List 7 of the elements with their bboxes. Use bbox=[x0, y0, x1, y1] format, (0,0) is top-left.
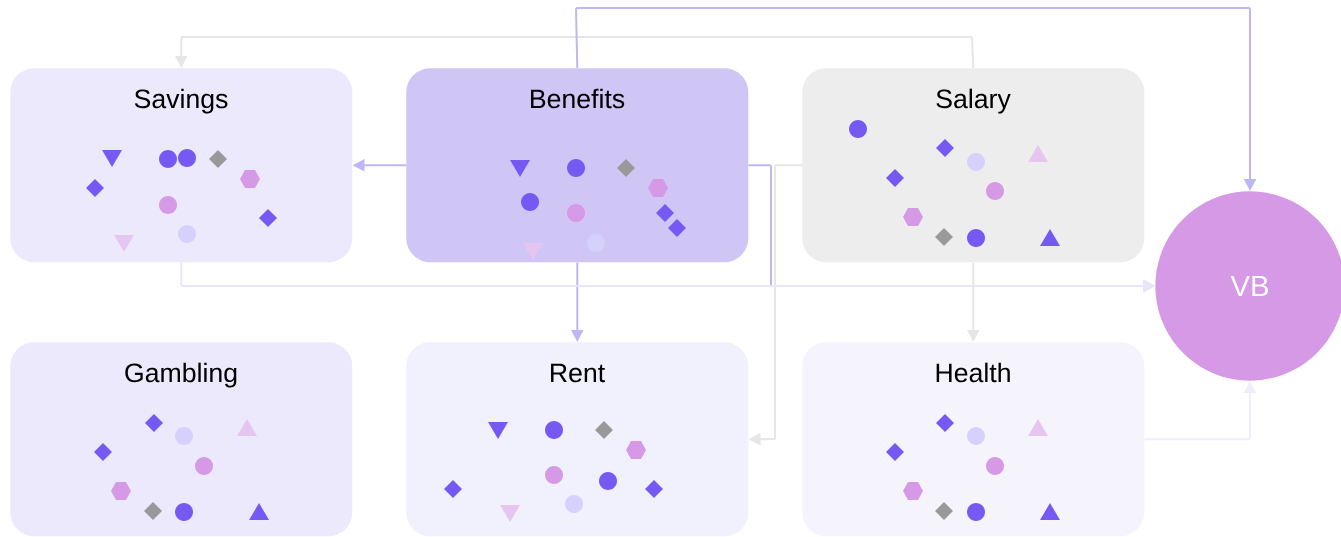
category-box: Rent bbox=[406, 342, 749, 537]
arrow bbox=[175, 36, 975, 69]
category-box: Health bbox=[802, 342, 1145, 537]
category-box: Gambling bbox=[10, 342, 353, 537]
category-box: Benefits bbox=[406, 68, 749, 263]
category-box: Salary bbox=[802, 68, 1145, 263]
category-box: Savings bbox=[10, 68, 353, 263]
